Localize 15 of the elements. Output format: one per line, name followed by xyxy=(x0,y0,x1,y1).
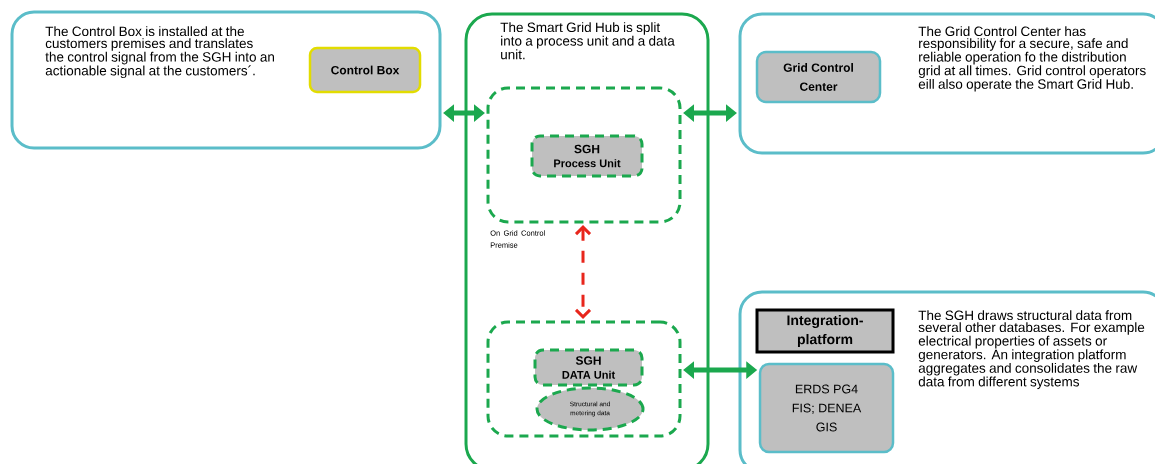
unit-box: SGH DATA Unit xyxy=(533,348,644,387)
unit-container xyxy=(486,86,682,224)
description-text: The Control Box is installed at the customers premises and translates the control signal from the SGH into an actionable signal at the customers´. xyxy=(45,26,274,79)
platform-box: Integration-platform xyxy=(755,308,895,354)
description-text: The Smart Grid Hub is split into a process unit and a data unit. xyxy=(500,22,675,60)
system-box: ERDS PG4 FIS; DENEA GIS xyxy=(758,362,895,454)
arrow xyxy=(574,225,592,319)
device-box: Control Box xyxy=(308,46,422,94)
arrow xyxy=(683,104,737,122)
unit-box: SGH Process Unit xyxy=(530,134,644,178)
arrow xyxy=(443,104,485,122)
description-text: The Grid Control Center has responsibility for a secure, safe and reliable operation fo the distribution grid at all times. Grid control operators eill also operate the Smart Grid Hub. xyxy=(918,26,1146,92)
unit-container xyxy=(486,320,682,438)
system-box: Grid Control Center xyxy=(755,50,882,104)
description-text: The SGH draws structural data from several other databases. For example electrical properties of assets or generators. An integration platform aggregates and consolidates the raw data from different systems xyxy=(918,310,1145,390)
